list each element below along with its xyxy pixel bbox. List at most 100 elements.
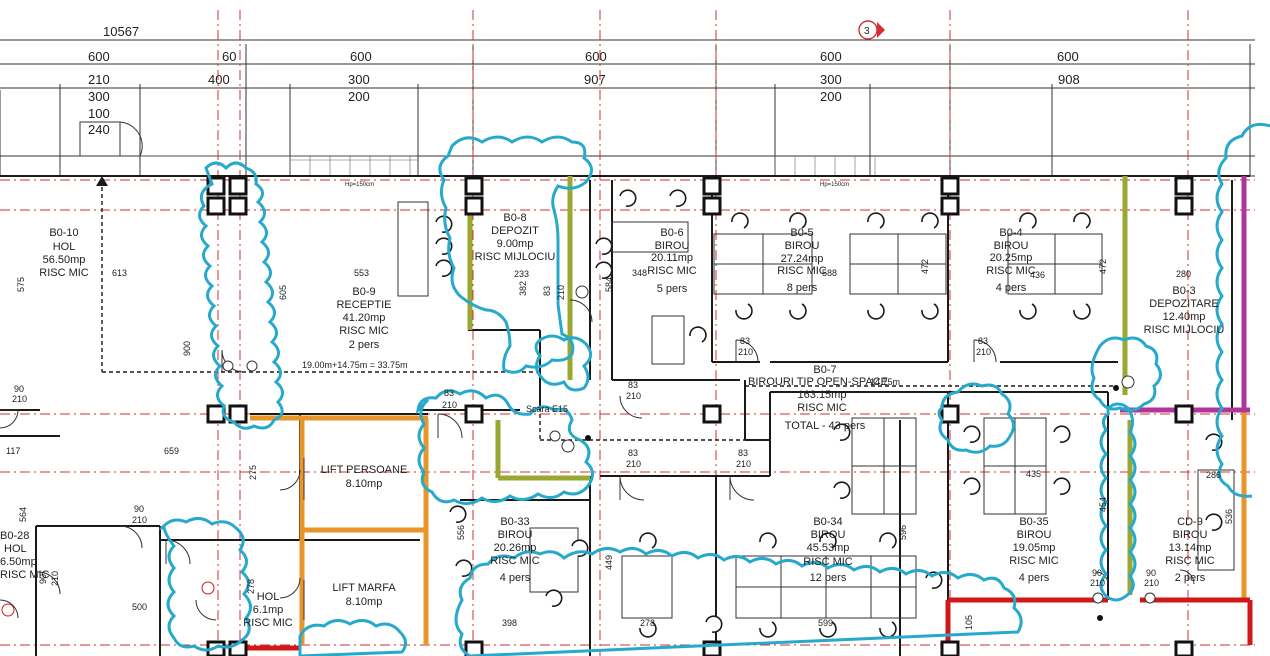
inner-dim: 605 <box>278 285 288 300</box>
dim-row2-1: 210 <box>88 72 110 87</box>
room-name: BIROU <box>785 240 820 252</box>
room-name: HOL <box>53 241 76 253</box>
room-risk: RISC MIC <box>1165 555 1215 567</box>
inner-dim: 588 <box>822 268 837 278</box>
svg-text:210: 210 <box>12 394 27 404</box>
room-name: BIROU <box>498 529 533 541</box>
evac-arrow <box>96 176 108 186</box>
inner-dim: 536 <box>1224 509 1234 524</box>
svg-text:83: 83 <box>542 286 552 296</box>
room-name: DEPOZIT <box>491 225 539 237</box>
window-ticks <box>140 155 876 176</box>
room-pers: 2 pers <box>1175 572 1206 584</box>
inner-dim: 398 <box>502 618 517 628</box>
grid-marker-label: 3 <box>864 26 870 37</box>
room-b033: B0-33 BIROU 20.26mp RISC MIC 4 pers <box>490 516 540 584</box>
room-risk: RISC MIJLOCIU <box>1144 324 1225 336</box>
dim-row2-6: 908 <box>1058 72 1080 87</box>
room-b028: B0-28 HOL 6.50mp RISC MIC <box>0 530 50 581</box>
room-pers: 4 pers <box>1019 572 1050 584</box>
room-b06: B0-6 BIROU 20.11mp RISC MIC 5 pers <box>647 227 697 295</box>
svg-text:90: 90 <box>1146 568 1156 578</box>
room-risk: RISC MIC <box>39 267 89 279</box>
room-risk: RISC MIC <box>803 556 853 568</box>
dimension-texts: 10567 600 60 600 600 600 600 210 400 300… <box>88 24 1080 188</box>
slab-note-2: Hp=150cm <box>820 182 849 188</box>
inner-dim: 472 <box>1098 259 1108 274</box>
svg-text:210: 210 <box>132 515 147 525</box>
dim-row2-4: 907 <box>584 72 606 87</box>
room-area: 20.25mp <box>990 252 1033 264</box>
room-code: B0-8 <box>503 212 526 224</box>
dim-top-1: 600 <box>88 49 110 64</box>
reception-desk <box>397 201 429 297</box>
dim-row5: 240 <box>88 122 110 137</box>
room-b07: B0-7 BIROURI TIP OPEN-SPACE 14.75m 163.1… <box>748 364 900 432</box>
svg-text:210: 210 <box>736 459 751 469</box>
room-area: 41.20mp <box>343 312 386 324</box>
room-code: B0-28 <box>0 530 29 542</box>
dim-row2-2: 400 <box>208 72 230 87</box>
desk-cd9 <box>1197 469 1235 571</box>
room-risk: RISC MIC <box>0 569 50 581</box>
chairs <box>435 189 1223 638</box>
axis-grid <box>0 10 1255 656</box>
room-area: 19.05mp <box>1013 542 1056 554</box>
dim-row3-1: 300 <box>88 89 110 104</box>
svg-text:90: 90 <box>1092 568 1102 578</box>
svg-text:83: 83 <box>628 448 638 458</box>
room-note: 14.75m <box>870 377 900 387</box>
inner-dim: 472 <box>920 259 930 274</box>
svg-text:83: 83 <box>978 336 988 346</box>
inner-dim: 348 <box>632 268 647 278</box>
room-name: BIROU <box>994 240 1029 252</box>
dim-top-6: 600 <box>1057 49 1079 64</box>
room-name: HOL <box>4 543 27 555</box>
room-code: B0-35 <box>1019 516 1048 528</box>
room-risk: RISC MIC <box>490 555 540 567</box>
room-b04: B0-4 BIROU 20.25mp RISC MIC 4 pers <box>986 227 1036 294</box>
inner-dim: 564 <box>18 507 28 522</box>
inner-dim: 435 <box>1026 469 1041 479</box>
stair-label: Scara E15 <box>526 404 568 414</box>
desk-b06 <box>651 315 685 365</box>
room-code: B0-33 <box>500 516 529 528</box>
evacuation-length: 19.00m+14.75m = 33.75m <box>302 360 408 370</box>
inner-dim: 275 <box>248 465 258 480</box>
svg-text:210: 210 <box>626 391 641 401</box>
room-area: 6.50mp <box>0 556 37 568</box>
room-code: B0-9 <box>352 286 375 298</box>
evacuation-path <box>101 180 1118 441</box>
svg-text:210: 210 <box>1144 578 1159 588</box>
room-area: 56.50mp <box>43 254 86 266</box>
room-area: 27.24mp <box>781 253 824 265</box>
inner-dim: 117 <box>6 446 20 456</box>
room-b03: B0-3 DEPOZITARE 12.40mp RISC MIJLOCIU <box>1144 285 1225 336</box>
room-name: BIROU <box>1173 529 1208 541</box>
svg-text:90: 90 <box>134 504 144 514</box>
svg-text:210: 210 <box>976 347 991 357</box>
furniture <box>303 201 1235 620</box>
svg-text:83: 83 <box>628 380 638 390</box>
dim-row2-3: 300 <box>348 72 370 87</box>
room-risk: RISC MIC <box>243 617 293 629</box>
room-b09: B0-9 RECEPTIE 41.20mp RISC MIC 2 pers <box>336 286 391 351</box>
room-lift-marfa: LIFT MARFA 8.10mp <box>332 582 396 608</box>
room-area: 163.15mp <box>798 389 847 401</box>
room-cd9: CD-9 BIROU 13.14mp RISC MIC 2 pers <box>1165 516 1215 584</box>
room-pers: 4 pers <box>500 572 531 584</box>
inner-dim: 278 <box>640 618 655 628</box>
dim-top-2: 60 <box>222 49 236 64</box>
svg-text:210: 210 <box>442 400 457 410</box>
room-total: TOTAL - 43 pers <box>785 420 866 432</box>
fire-symbols <box>1 285 1156 617</box>
inner-dim: 382 <box>518 281 528 296</box>
room-code: B0-3 <box>1172 285 1195 297</box>
